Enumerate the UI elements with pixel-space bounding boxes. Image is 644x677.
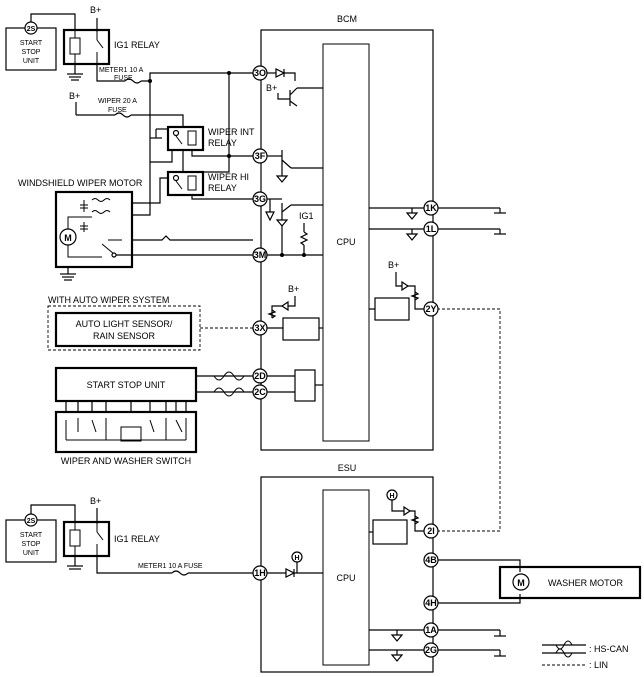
- bcm-title: BCM: [337, 14, 357, 24]
- pin-2i: 2I: [427, 526, 435, 536]
- start-stop-connector-top: 2S: [27, 26, 36, 33]
- pin-4h: 4H: [425, 598, 437, 608]
- esu-title: ESU: [338, 463, 357, 473]
- wiper-washer-switch-label: WIPER AND WASHER SWITCH: [61, 456, 191, 466]
- washer-motor-label: WASHER MOTOR: [548, 578, 624, 588]
- start-stop-unit-top: 2S START STOP UNIT: [5, 21, 57, 71]
- wiper-washer-switch: [54, 410, 198, 454]
- legend: : HS-CAN : LIN: [542, 640, 629, 670]
- svg-text:AUTO LIGHT SENSOR/: AUTO LIGHT SENSOR/: [76, 319, 173, 329]
- pin-1k: 1K: [425, 203, 437, 213]
- svg-text:WIPER HI: WIPER HI: [208, 172, 249, 182]
- svg-text:B+: B+: [266, 83, 277, 93]
- svg-text:START: START: [20, 532, 43, 539]
- pin-4b: 4B: [425, 555, 437, 565]
- start-stop-connector-bottom: 2S: [27, 518, 36, 525]
- start-stop-unit-box: START STOP UNIT: [54, 366, 198, 403]
- svg-text:RELAY: RELAY: [208, 183, 237, 193]
- svg-text:RELAY: RELAY: [208, 138, 237, 148]
- svg-text:UNIT: UNIT: [23, 550, 40, 557]
- auto-light-rain-sensor: AUTO LIGHT SENSOR/ RAIN SENSOR: [54, 311, 193, 348]
- legend-lin: : LIN: [589, 660, 608, 670]
- svg-text:STOP: STOP: [22, 541, 41, 548]
- svg-text:WIPER INT: WIPER INT: [208, 127, 255, 137]
- esu-connectors: 1H 2I 4B 4H 1A 2G: [252, 523, 439, 658]
- wiper-int-relay: WIPER INT RELAY: [166, 125, 255, 152]
- esu-cpu: [322, 489, 370, 666]
- bplus-bottom: B+: [90, 496, 101, 506]
- ig1-bcm: IG1: [299, 211, 314, 221]
- ig1-relay-bottom: IG1 RELAY: [62, 520, 160, 558]
- svg-text:METER1 10 A FUSE: METER1 10 A FUSE: [138, 563, 203, 570]
- pin-2g: 2G: [425, 645, 437, 655]
- svg-text:B+: B+: [388, 260, 399, 270]
- svg-text:FUSE: FUSE: [108, 107, 127, 114]
- svg-text:H: H: [389, 493, 394, 500]
- pin-2y: 2Y: [425, 304, 436, 314]
- wiper-motor-label: WINDSHIELD WIPER MOTOR: [18, 178, 143, 188]
- svg-text:METER1 10 A: METER1 10 A: [99, 67, 144, 74]
- svg-text:H: H: [294, 555, 299, 562]
- bcm-cpu-label: CPU: [336, 237, 355, 247]
- bcm-cpu: [322, 43, 370, 442]
- pin-1h: 1H: [254, 568, 266, 578]
- svg-text:START STOP UNIT: START STOP UNIT: [87, 380, 166, 390]
- pin-1a: 1A: [425, 625, 437, 635]
- washer-motor: M WASHER MOTOR: [498, 565, 642, 600]
- ig1-relay-bottom-label: IG1 RELAY: [114, 534, 160, 544]
- svg-text:UNIT: UNIT: [23, 58, 40, 65]
- pin-3g: 3G: [254, 194, 266, 204]
- svg-text:RAIN SENSOR: RAIN SENSOR: [93, 331, 156, 341]
- start-stop-unit-bottom: 2S START STOP UNIT: [5, 513, 57, 563]
- pin-3x: 3X: [254, 323, 265, 333]
- bplus-top: B+: [90, 5, 101, 15]
- svg-text:B+: B+: [288, 284, 299, 294]
- esu-module: ESU CPU: [260, 463, 434, 673]
- wiper-hi-relay: WIPER HI RELAY: [166, 170, 249, 197]
- svg-text:FUSE: FUSE: [114, 75, 133, 82]
- legend-hs-can: : HS-CAN: [589, 644, 629, 654]
- pin-1l: 1L: [426, 224, 437, 234]
- esu-cpu-label: CPU: [336, 573, 355, 583]
- pin-3m: 3M: [254, 250, 267, 260]
- pin-3f: 3F: [255, 151, 266, 161]
- windshield-wiper-motor: M: [54, 190, 134, 269]
- bcm-module: BCM CPU: [260, 14, 434, 451]
- bcm-connectors: 3O 3F 3G 3M 3X 2D 2C 1K 1L 2Y: [252, 65, 439, 400]
- washer-motor-symbol: M: [517, 578, 525, 588]
- wiper-motor-symbol: M: [64, 233, 72, 243]
- bplus-wiper: B+: [69, 91, 80, 101]
- auto-wiper-group: [47, 305, 201, 351]
- pin-3o: 3O: [254, 68, 266, 78]
- svg-text:WIPER 20 A: WIPER 20 A: [98, 98, 137, 105]
- svg-text:START: START: [20, 40, 43, 47]
- pin-2d: 2D: [254, 371, 266, 381]
- ig1-relay-top: IG1 RELAY: [62, 28, 160, 66]
- ig1-relay-top-label: IG1 RELAY: [114, 40, 160, 50]
- auto-wiper-group-label: WITH AUTO WIPER SYSTEM: [48, 295, 169, 305]
- svg-text:STOP: STOP: [22, 49, 41, 56]
- pin-2c: 2C: [254, 387, 266, 397]
